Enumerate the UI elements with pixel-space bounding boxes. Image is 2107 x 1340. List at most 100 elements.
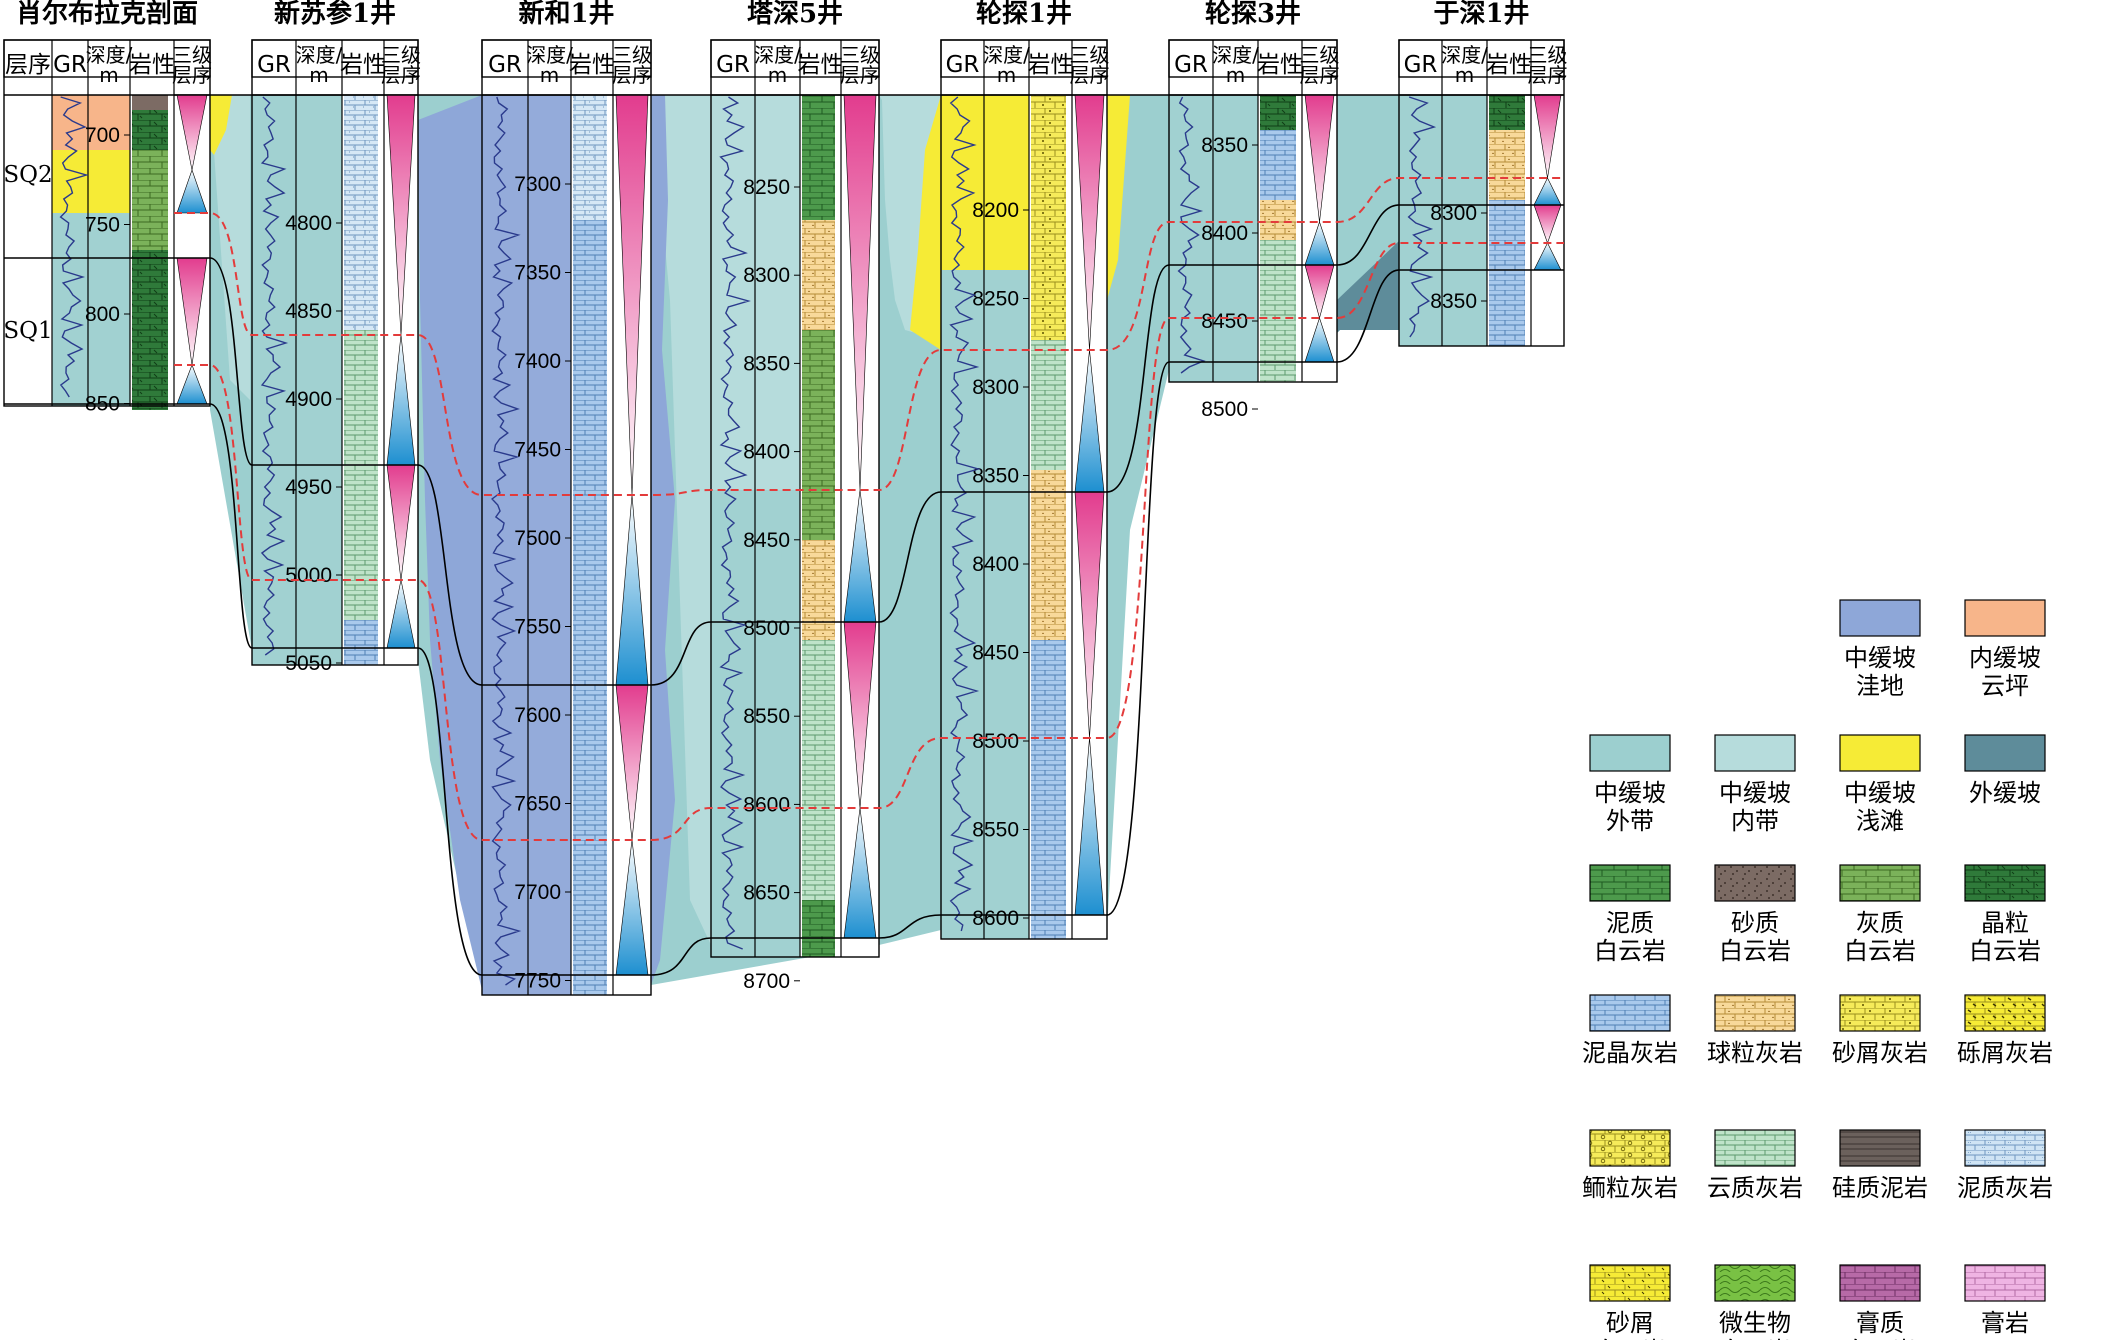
legend-item-fill-shoal: 中缓坡浅滩 [1839,734,1921,835]
lithology-interval [1260,130,1296,200]
lith-calcareous-dolomite-icon [1839,864,1921,902]
column-header: 三级层序 [172,43,212,87]
legend: 中缓坡洼地内缓坡云坪中缓坡外带中缓坡内带中缓坡浅滩外缓坡泥质白云岩砂质白云岩灰质… [1582,599,2053,1340]
lithology-interval [1489,95,1525,130]
column-header: 三级层序 [1070,43,1110,87]
legend-item-lith-calcareous-dolomite: 灰质白云岩 [1839,864,1921,965]
column-header: GR [257,52,291,78]
legend-label: 中缓坡洼地 [1844,644,1916,700]
depth-label: 8700 [743,970,790,993]
gr-curve [491,96,522,986]
gr-curve [719,96,751,950]
well-frame [940,39,1108,940]
depth-label: 7400 [514,350,561,373]
depth-label: 4800 [285,212,332,235]
depth-label: 7550 [514,616,561,639]
column-header: 深度/m [526,43,573,87]
lith-calcarenite-icon [1839,994,1921,1032]
lithology-interval [1489,130,1525,200]
depth-label: 8600 [972,907,1019,930]
legend-item-lith-gypsum: 膏岩 [1964,1264,2046,1337]
column-header: 深度/m [296,43,343,87]
maximum-flooding-surface-sq2 [174,177,1564,496]
depth-label: 8300 [743,264,790,287]
depth-label: 800 [85,303,120,326]
column-header: GR [53,52,87,78]
depth-label: 7750 [514,970,561,993]
depth-label: 8300 [972,376,1019,399]
well-header-box [3,39,211,78]
depth-label: 8450 [972,642,1019,665]
legend-label: 膏岩 [1981,1309,2029,1337]
gr-curve [949,96,981,932]
column-header: GR [488,52,522,78]
depth-label: 7450 [514,439,561,462]
column-header: 深度/m [1441,43,1488,87]
column-header: 岩性 [1028,52,1074,78]
depth-label: 750 [85,214,120,237]
legend-label: 泥质灰岩 [1957,1174,2053,1202]
facies-depression [418,95,482,990]
legend-label: 云质灰岩 [1707,1174,1803,1202]
legend-label: 晶粒白云岩 [1969,909,2041,965]
well-header-box [251,39,419,78]
column-header: 岩性 [340,52,386,78]
base-boundary-line [174,269,1564,976]
column-header: 岩性 [1486,52,1532,78]
fill-shoal-icon [1839,734,1921,772]
depth-label: 8450 [1201,310,1248,333]
legend-item-lith-oolitic-limestone: 鲕粒灰岩 [1582,1129,1678,1202]
depth-label: 4900 [285,388,332,411]
depth-label: 8250 [972,288,1019,311]
well-title: 于深1井 [1433,0,1529,29]
well-header-box [1168,39,1338,78]
lith-sandy-dolomite-icon [1714,864,1796,902]
legend-label: 砂质白云岩 [1719,909,1791,965]
lithology-interval [1031,470,1066,640]
well-title: 新和1井 [518,0,614,29]
depth-label: 8500 [972,730,1019,753]
lithology-interval [1260,95,1296,130]
well-title: 塔深5井 [747,0,843,29]
column-header: GR [1404,52,1438,78]
column-header: 深度/m [1212,43,1259,87]
lithology-interval [344,620,378,665]
lith-crystalline-dolomite-icon [1964,864,2046,902]
well-frame [3,39,211,407]
legend-label: 泥质白云岩 [1594,909,1666,965]
legend-item-lith-calcarenite: 砂屑灰岩 [1832,994,1928,1067]
well-frame [1398,39,1565,347]
legend-item-lith-dolomitic-limestone: 云质灰岩 [1707,1129,1803,1202]
column-header: 深度/m [86,43,133,87]
facies-mid-inner-b [651,95,711,945]
depth-label: 7650 [514,793,561,816]
fill-mid-inner-icon [1714,734,1796,772]
well-title: 轮探1井 [976,0,1072,29]
correlation-lines [174,94,1564,976]
legend-label: 砾屑灰岩 [1957,1039,2053,1067]
depth-label: 700 [85,124,120,147]
legend-item-fill-mid-outer: 中缓坡外带 [1589,734,1671,835]
legend-item-lith-calcarenite-dolomite: 砂屑白云岩 [1589,1264,1671,1340]
legend-label: 中缓坡浅滩 [1844,779,1916,835]
legend-item-lith-argillaceous-dolomite: 泥质白云岩 [1589,864,1671,965]
legend-item-lith-micrite: 泥晶灰岩 [1582,994,1678,1067]
well-frame [251,39,419,666]
lith-micrite-icon [1589,994,1671,1032]
lith-argillaceous-limestone-icon [1964,1129,2046,1167]
depth-label: 7600 [514,704,561,727]
legend-item-lith-argillaceous-limestone: 泥质灰岩 [1957,1129,2053,1202]
legend-item-lith-microbial-dolomite: 微生物白云岩 [1714,1264,1796,1340]
lithology-interval [573,95,607,220]
column-header: GR [946,52,980,78]
column-header: 岩性 [569,52,615,78]
lithology-interval [132,95,168,110]
column-header: 岩性 [129,52,175,78]
column-header: 岩性 [1257,52,1303,78]
lith-gypsum-icon [1964,1264,2046,1302]
legend-label: 内缓坡云坪 [1969,644,2041,700]
